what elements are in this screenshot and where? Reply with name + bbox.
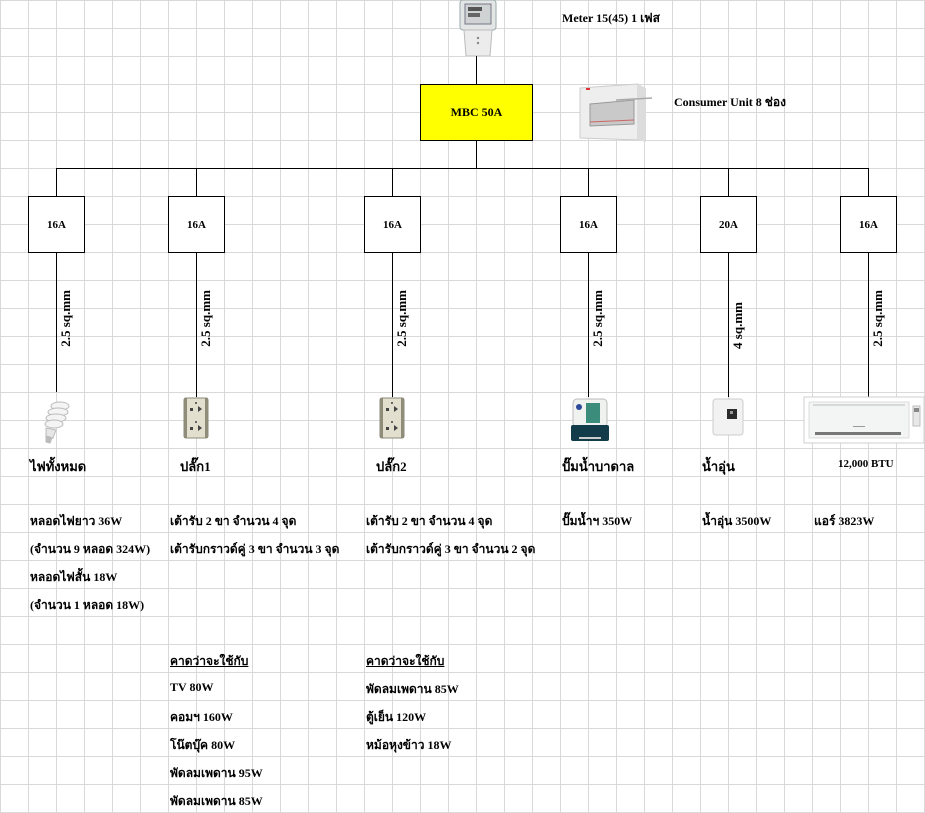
consumer-unit-icon: [576, 82, 656, 144]
circuit-1-wire-size: 2.5 sq.mm: [58, 290, 73, 347]
circuit-4-wire: [588, 252, 589, 397]
circuit-2-drop: [196, 168, 197, 196]
circuit-4-detail: ปั๊มน้ำฯ 350W: [562, 514, 633, 528]
water-pump-icon: [569, 397, 611, 443]
power-outlet-icon: [183, 397, 209, 439]
breaker-rating: 20A: [719, 218, 738, 231]
circuit-1-wire: [56, 252, 57, 392]
breaker-rating: 16A: [47, 218, 66, 231]
water-heater-icon: [711, 397, 745, 437]
main-breaker-label: MBC 50A: [450, 105, 503, 119]
circuit-4-breaker: 16A: [560, 196, 617, 253]
consumer-unit-label: Consumer Unit 8 ช่อง: [674, 95, 786, 109]
circuit-4-drop: [588, 168, 589, 196]
circuit-1-name: ไฟทั้งหมด: [30, 459, 87, 474]
power-outlet-icon: [379, 397, 405, 439]
circuit-4-wire-size: 2.5 sq.mm: [590, 290, 605, 347]
circuit-3-expected-heading: คาดว่าจะใช้กับ: [366, 654, 445, 668]
circuit-4-name: ปั๊มน้ำบาดาล: [562, 459, 635, 474]
breaker-rating: 16A: [859, 218, 878, 231]
breaker-rating: 16A: [187, 218, 206, 231]
circuit-2-wire: [196, 252, 197, 397]
circuit-3-wire: [392, 252, 393, 397]
circuit-2-expected-item: คอมฯ 160W: [170, 710, 233, 724]
circuit-6-breaker: 16A: [840, 196, 897, 253]
circuit-2-detail: เต้ารับ 2 ขา จำนวน 4 จุด: [170, 514, 297, 528]
circuit-2-expected-item: TV 80W: [170, 680, 214, 694]
circuit-3-detail: เต้ารับ 2 ขา จำนวน 4 จุด: [366, 514, 493, 528]
circuit-3-expected-item: หม้อหุงข้าว 18W: [366, 738, 452, 752]
meter-label: Meter 15(45) 1 เฟส: [562, 11, 660, 25]
circuit-6-detail: แอร์ 3823W: [814, 514, 875, 528]
circuit-6-wire: [868, 252, 869, 397]
mbc-to-bus-line: [476, 140, 477, 168]
circuit-1-detail: หลอดไฟสั้น 18W: [30, 570, 118, 584]
light-bulb-icon: [38, 398, 74, 444]
circuit-5-wire-size: 4 sq.mm: [730, 302, 745, 349]
circuit-2-expected-heading: คาดว่าจะใช้กับ: [170, 654, 249, 668]
circuit-3-expected-item: ตู้เย็น 120W: [366, 710, 427, 724]
meter-to-mbc-line: [476, 56, 477, 84]
electric-meter-icon: [458, 0, 498, 57]
circuit-1-drop: [56, 168, 57, 196]
circuit-2-name: ปลั๊ก1: [180, 459, 211, 474]
circuit-2-expected-item: พัดลมเพดาน 85W: [170, 794, 263, 808]
circuit-2-breaker: 16A: [168, 196, 225, 253]
circuit-6-drop: [868, 168, 869, 196]
circuit-1-breaker: 16A: [28, 196, 85, 253]
circuit-6-wire-size: 2.5 sq.mm: [870, 290, 885, 347]
circuit-3-name: ปลั๊ก2: [376, 459, 407, 474]
main-breaker-box: MBC 50A: [420, 84, 533, 141]
air-conditioner-icon: [803, 396, 925, 444]
circuit-3-wire-size: 2.5 sq.mm: [394, 290, 409, 347]
circuit-2-expected-item: โน๊ตบุ๊ค 80W: [170, 738, 236, 752]
circuit-3-detail: เต้ารับกราวด์คู่ 3 ขา จำนวน 2 จุด: [366, 542, 536, 556]
circuit-2-detail: เต้ารับกราวด์คู่ 3 ขา จำนวน 3 จุด: [170, 542, 340, 556]
circuit-5-breaker: 20A: [700, 196, 757, 253]
circuit-3-drop: [392, 168, 393, 196]
circuit-3-expected-item: พัดลมเพดาน 85W: [366, 682, 459, 696]
distribution-bus-line: [56, 168, 869, 169]
circuit-5-detail: น้ำอุ่น 3500W: [702, 514, 772, 528]
circuit-1-detail: หลอดไฟยาว 36W: [30, 514, 123, 528]
breaker-rating: 16A: [383, 218, 402, 231]
circuit-5-wire: [728, 252, 729, 397]
circuit-1-detail: (จำนวน 1 หลอด 18W): [30, 598, 145, 612]
breaker-rating: 16A: [579, 218, 598, 231]
circuit-1-detail: (จำนวน 9 หลอด 324W): [30, 542, 151, 556]
circuit-2-wire-size: 2.5 sq.mm: [198, 290, 213, 347]
circuit-5-drop: [728, 168, 729, 196]
circuit-3-breaker: 16A: [364, 196, 421, 253]
circuit-5-name: น้ำอุ่น: [702, 459, 735, 474]
circuit-2-expected-item: พัดลมเพดาน 95W: [170, 766, 263, 780]
circuit-6-name: 12,000 BTU: [838, 458, 894, 470]
